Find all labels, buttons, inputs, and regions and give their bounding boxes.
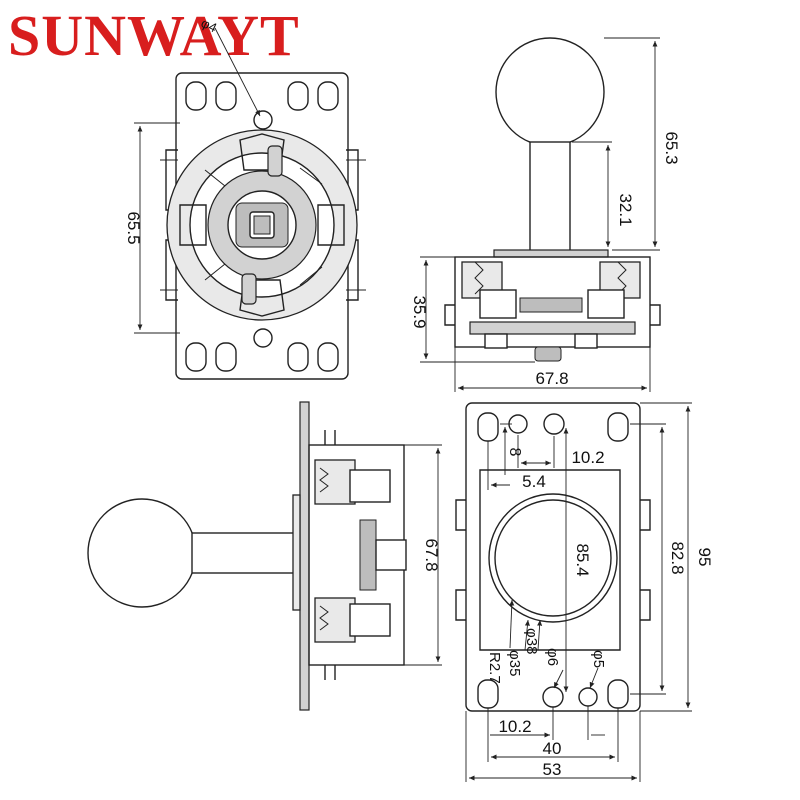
side-view: 65.3 32.1 35.9 67.8 — [410, 37, 681, 392]
top-view: φ4 65.5 — [124, 15, 366, 380]
dim-top-pitch: 10.2 — [571, 448, 604, 467]
dim-body-width: 67.8 — [535, 369, 568, 388]
callout-radius: R2.7 — [486, 652, 503, 684]
shaft — [529, 141, 571, 253]
callout-phi35: φ35 — [506, 650, 523, 676]
shaft-front — [191, 532, 299, 574]
callout-phi38: φ38 — [523, 628, 540, 654]
dim-inner-height: 82.8 — [668, 541, 687, 574]
dim-shaft-total: 65.3 — [662, 131, 681, 164]
brand-logo: SUNWAYT — [8, 3, 300, 68]
center-hole-outer — [488, 493, 618, 623]
dim-hole-span: 40 — [543, 739, 562, 758]
front-mount-plate — [299, 401, 310, 711]
dim-hole: φ4 — [199, 15, 220, 35]
callout-phi6: φ6 — [544, 648, 561, 666]
dim-top-vertical: 8 — [506, 448, 523, 457]
dim-outer-height: 95 — [695, 548, 714, 567]
dim-top-height: 65.5 — [124, 211, 143, 244]
dim-offset: 5.4 — [522, 472, 546, 491]
dim-bottom-pitch: 10.2 — [498, 717, 531, 736]
plate-view: 10.2 8 5.4 85.4 82.8 95 R2.7 φ35 φ38 φ6 … — [455, 402, 714, 782]
callout-phi5: φ5 — [590, 650, 607, 668]
center-hole-inner — [494, 499, 612, 617]
dim-center: 85.4 — [573, 543, 592, 576]
dim-shaft: 32.1 — [616, 193, 635, 226]
ball-front — [87, 498, 197, 608]
front-view: 67.8 — [87, 401, 442, 711]
dim-plate-width: 53 — [543, 760, 562, 779]
dim-body-height: 35.9 — [410, 295, 429, 328]
ball-top — [495, 37, 605, 147]
dim-front-height: 67.8 — [422, 538, 441, 571]
